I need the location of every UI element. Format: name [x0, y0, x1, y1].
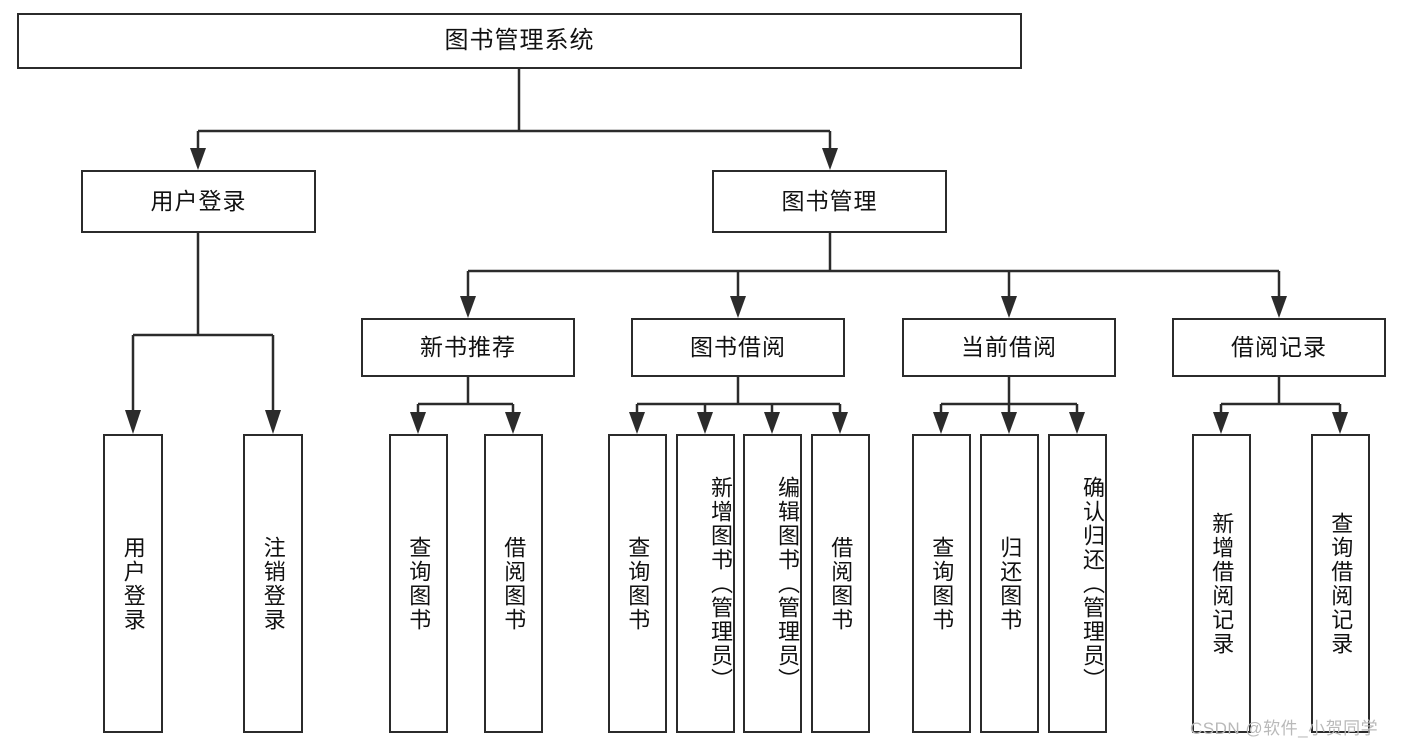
arrow-book-borrow-leaf-1: [629, 412, 645, 434]
leaf-user-login-login[interactable]: 用户登录: [103, 434, 163, 733]
arrow-borrow-records-leaf-1: [1213, 412, 1229, 434]
leaf-borrow-records-add-record[interactable]: 新增借阅记录: [1192, 434, 1251, 733]
node-borrow-records[interactable]: 借阅记录: [1172, 318, 1386, 377]
leaf-current-borrow-return-book[interactable]: 归还图书: [980, 434, 1039, 733]
arrow-book-borrow-leaf-3: [764, 412, 780, 434]
leaf-book-borrow-query-book[interactable]: 查询图书: [608, 434, 667, 733]
leaf-user-login-logout[interactable]: 注销登录: [243, 434, 303, 733]
arrow-user-login: [190, 148, 206, 170]
arrow-book-borrow-leaf-2: [697, 412, 713, 434]
arrow-book-manage: [822, 148, 838, 170]
leaf-book-borrow-edit-book-admin[interactable]: 编辑图书（管理员）: [743, 434, 802, 733]
arrow-user-login-leaf-2: [265, 410, 281, 434]
arrow-current-borrow: [1001, 296, 1017, 318]
arrow-borrow-records-leaf-2: [1332, 412, 1348, 434]
leaf-borrow-records-query-record[interactable]: 查询借阅记录: [1311, 434, 1370, 733]
leaf-book-borrow-borrow-book[interactable]: 借阅图书: [811, 434, 870, 733]
leaf-new-book-query-book[interactable]: 查询图书: [389, 434, 448, 733]
arrow-user-login-leaf-1: [125, 410, 141, 434]
node-current-borrow[interactable]: 当前借阅: [902, 318, 1116, 377]
node-user-login[interactable]: 用户登录: [81, 170, 316, 233]
leaf-current-borrow-confirm-return-admin[interactable]: 确认归还（管理员）: [1048, 434, 1107, 733]
arrow-borrow-records: [1271, 296, 1287, 318]
node-book-borrow[interactable]: 图书借阅: [631, 318, 845, 377]
arrow-book-borrow: [730, 296, 746, 318]
node-new-book-recommend[interactable]: 新书推荐: [361, 318, 575, 377]
arrow-new-book-leaf-2: [505, 412, 521, 434]
arrow-current-borrow-leaf-3: [1069, 412, 1085, 434]
node-root-book-management-system[interactable]: 图书管理系统: [17, 13, 1022, 69]
arrow-new-book-leaf-1: [410, 412, 426, 434]
leaf-book-borrow-add-book-admin[interactable]: 新增图书（管理员）: [676, 434, 735, 733]
node-book-management[interactable]: 图书管理: [712, 170, 947, 233]
arrow-current-borrow-leaf-2: [1001, 412, 1017, 434]
arrow-book-borrow-leaf-4: [832, 412, 848, 434]
leaf-current-borrow-query-book[interactable]: 查询图书: [912, 434, 971, 733]
leaf-new-book-borrow-book[interactable]: 借阅图书: [484, 434, 543, 733]
arrow-current-borrow-leaf-1: [933, 412, 949, 434]
arrow-new-book: [460, 296, 476, 318]
